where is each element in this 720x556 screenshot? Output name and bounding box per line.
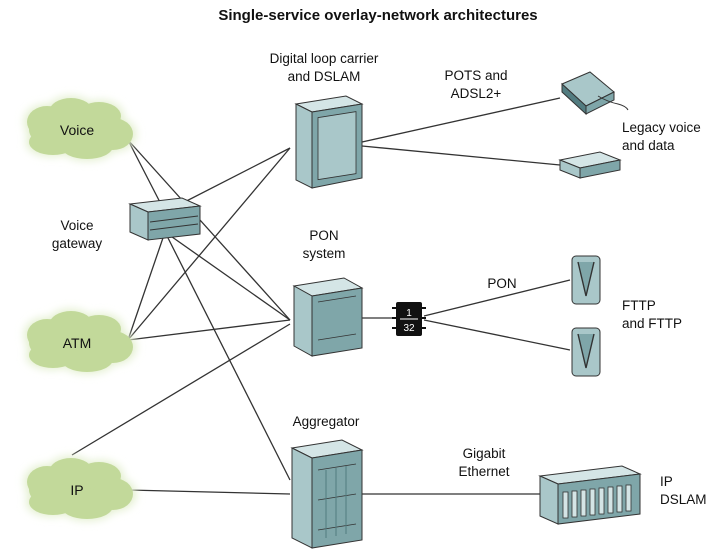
fttp-label-line1: FTTP (622, 298, 656, 313)
link-gateway-pon (164, 231, 291, 321)
link-voice-gateway (127, 139, 166, 213)
pon-system-device (292, 277, 364, 357)
link-atm-pon (127, 319, 291, 341)
voice-cloud: Voice (24, 96, 137, 161)
link-splitter-ont-bottom (423, 319, 571, 351)
aggregator-device (290, 439, 364, 549)
voice-gateway-label-line2: gateway (52, 236, 103, 251)
link-gateway-aggregator (164, 231, 291, 481)
link-dlc-phone (361, 97, 561, 143)
ont-top-device (571, 255, 601, 305)
splitter-label-top: 1 (406, 308, 412, 319)
splitter-label-bottom: 32 (403, 323, 415, 334)
link-ip-aggregator (127, 489, 291, 495)
pon-system-label-line1: PON (309, 228, 338, 243)
dlc-label-line1: Digital loop carrier (270, 51, 379, 66)
gige-label-line2: Ethernet (458, 464, 509, 479)
voice-cloud-label: Voice (60, 122, 94, 138)
legacy-modem-device (558, 151, 622, 179)
atm-cloud-label: ATM (63, 335, 92, 351)
link-atm-gateway (127, 231, 166, 341)
pon-link-label: PON (487, 276, 516, 291)
voice-gateway-device (128, 197, 202, 241)
gige-label-line1: Gigabit (463, 446, 506, 461)
link-ip-pon (71, 323, 291, 456)
ip-dslam-device (538, 465, 642, 525)
link-voice-pon (127, 139, 291, 321)
link-dlc-modem (361, 145, 561, 166)
link-splitter-ont-top (423, 279, 571, 317)
legacy-label-line2: and data (622, 138, 675, 153)
connection-lines (71, 97, 571, 495)
pots-adsl-label-line1: POTS and (444, 68, 507, 83)
phone-icon (561, 71, 629, 116)
dlc-dslam-cabinet (294, 95, 364, 189)
ip-cloud-label: IP (70, 482, 83, 498)
splitter-device: 1 32 (392, 302, 426, 336)
link-atm-dlc (127, 147, 291, 341)
dlc-label-line2: and DSLAM (288, 69, 361, 84)
voice-gateway-label-line1: Voice (60, 218, 93, 233)
aggregator-label: Aggregator (293, 414, 360, 429)
diagram-title: Single-service overlay-network architect… (218, 7, 537, 24)
ip-dslam-label-line1: IP (660, 474, 673, 489)
legacy-label-line1: Legacy voice (622, 120, 701, 135)
ip-cloud: IP (24, 456, 137, 521)
fttp-label-line2: and FTTP (622, 316, 682, 331)
pots-adsl-label-line2: ADSL2+ (451, 86, 502, 101)
pon-system-label-line2: system (303, 246, 346, 261)
ip-dslam-label-line2: DSLAM (660, 492, 707, 507)
ont-bottom-device (571, 327, 601, 377)
atm-cloud: ATM (24, 309, 137, 374)
